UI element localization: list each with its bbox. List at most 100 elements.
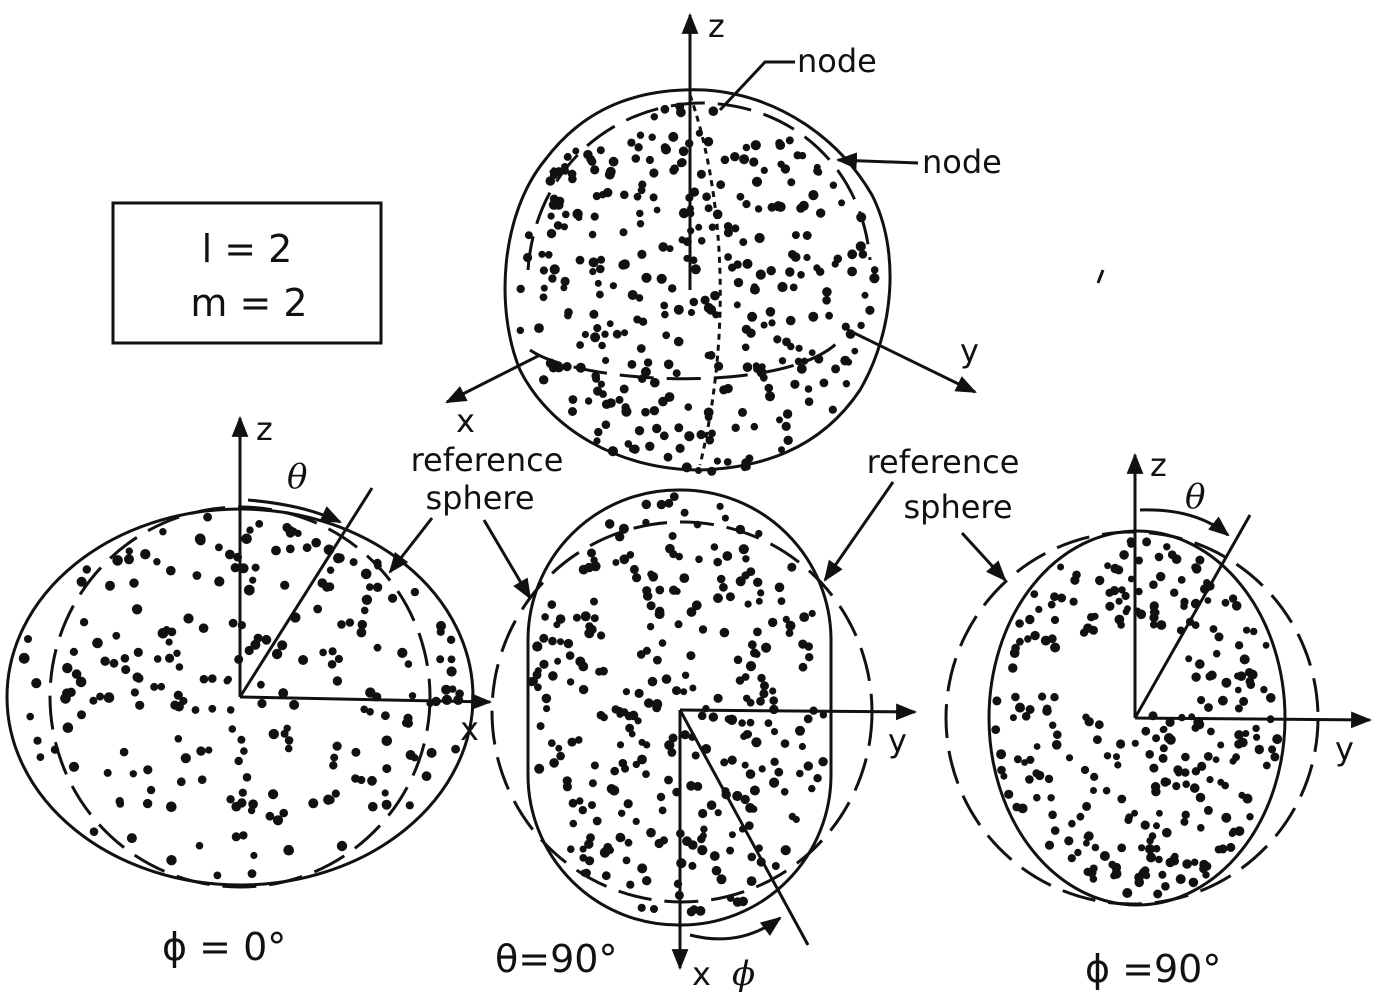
stipple-dot <box>112 555 123 566</box>
stipple-dot <box>612 559 620 566</box>
stipple-dot <box>356 627 367 638</box>
stipple-dot <box>1152 734 1161 743</box>
stipple-dot <box>547 739 556 747</box>
stipple-dot <box>645 441 655 451</box>
stipple-dot <box>1217 778 1225 786</box>
stipple-dot <box>1125 813 1134 822</box>
stipple-dot <box>351 774 360 783</box>
stipple-dot <box>31 678 42 689</box>
stipple-dot <box>697 834 706 844</box>
stipple-dot <box>541 613 549 621</box>
stipple-dot <box>1245 677 1255 686</box>
stipple-dot <box>1050 615 1060 625</box>
stipple-dot <box>668 532 677 540</box>
stipple-dot <box>750 805 758 813</box>
stipple-dot <box>808 311 819 322</box>
stipple-dot <box>661 674 672 684</box>
stipple-dot <box>1206 776 1214 784</box>
stipple-dot <box>1047 794 1055 802</box>
stipple-dot <box>1035 605 1043 614</box>
right-radial-line <box>1133 514 1252 719</box>
left-theta-label: θ <box>287 457 307 497</box>
stipple-dot <box>1158 753 1168 763</box>
stipple-dot <box>660 301 669 310</box>
stipple-dot <box>436 627 445 636</box>
stipple-dot <box>226 795 235 804</box>
stipple-dot <box>658 639 667 647</box>
stipple-dot <box>619 228 628 237</box>
stipple-dot <box>539 375 549 385</box>
stipple-dot <box>689 187 700 197</box>
stipple-dot <box>251 563 260 572</box>
stipple-dot <box>710 290 720 301</box>
stipple-dot <box>1064 836 1074 846</box>
stipple-dot <box>1008 663 1018 673</box>
stipple-dot <box>777 281 788 293</box>
stipple-dot <box>1011 643 1020 653</box>
stipple-dot <box>798 662 808 672</box>
stipple-dot <box>746 876 757 886</box>
stipple-dot <box>773 201 784 212</box>
stipple-dot <box>742 555 750 563</box>
stipple-dot <box>782 337 791 347</box>
stipple-dot <box>283 844 295 856</box>
stipple-dot <box>713 593 723 604</box>
stipple-dot <box>636 209 644 218</box>
stipple-dot <box>798 639 808 649</box>
stipple-dot <box>1033 793 1041 802</box>
stipple-dot <box>119 747 129 757</box>
stipple-dot <box>228 618 238 628</box>
stipple-dot <box>405 750 416 760</box>
stipple-dot <box>619 384 629 394</box>
stipple-dot <box>132 672 143 682</box>
stipple-dot <box>700 295 710 305</box>
stipple-dot <box>643 358 653 367</box>
stipple-dot <box>167 627 177 637</box>
stipple-dot <box>579 845 587 853</box>
stipple-dot <box>803 761 813 771</box>
stipple-dot <box>755 269 766 280</box>
stipple-dot <box>1110 872 1118 880</box>
stipple-dot <box>357 619 367 630</box>
stipple-dot <box>688 840 698 850</box>
stipple-dot <box>781 421 791 431</box>
stipple-dot <box>176 777 186 787</box>
stipple-dot <box>565 651 575 660</box>
stipple-dot <box>632 573 642 583</box>
stipple-dot <box>1165 734 1176 745</box>
stipple-dot <box>624 838 633 847</box>
top-reference-sphere-outline <box>526 101 872 271</box>
stipple-dot <box>744 821 754 830</box>
stipple-dot <box>1195 555 1205 565</box>
stipple-dot <box>664 775 673 785</box>
stipple-dot <box>24 635 32 643</box>
stipple-dot <box>713 693 723 703</box>
stipple-dot <box>285 544 295 554</box>
stipple-dot <box>733 301 741 309</box>
stipple-dot <box>226 706 235 714</box>
stipple-dot <box>1218 695 1228 706</box>
stipple-dot <box>608 156 619 167</box>
stipple-dot <box>770 728 779 736</box>
stipple-dot <box>1044 774 1054 784</box>
stipple-dot <box>742 730 752 739</box>
stipple-dot <box>1141 726 1151 736</box>
stipple-dot <box>337 620 346 629</box>
stipple-dot <box>1110 563 1120 574</box>
stipple-dot <box>92 637 103 649</box>
left-radial-line <box>238 487 374 698</box>
stipple-dot <box>382 764 392 774</box>
stipple-dot <box>326 566 335 574</box>
stipple-dot <box>716 180 726 190</box>
stipple-dot <box>1091 843 1100 852</box>
stipple-dot <box>1189 783 1200 793</box>
stipple-dot <box>323 794 334 805</box>
stipple-dot <box>637 186 646 195</box>
stipple-dot <box>700 825 708 833</box>
stipple-dot <box>225 549 235 560</box>
stipple-dot <box>686 607 697 617</box>
stipple-dot <box>308 798 319 809</box>
stipple-dot <box>592 816 602 826</box>
stipple-dot <box>668 284 677 293</box>
stipple-dot <box>243 584 255 596</box>
